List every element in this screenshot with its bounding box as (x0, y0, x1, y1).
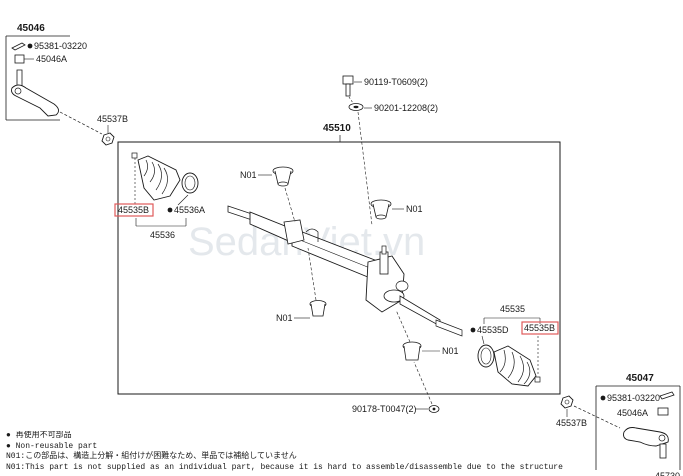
nut-rh-icon (657, 407, 669, 416)
label-N01-4: N01 (442, 346, 459, 356)
highlight-45535B-lh (114, 203, 154, 217)
cotter-pin-icon (11, 42, 26, 51)
label-45536: 45536 (150, 230, 175, 240)
label-45537B-rh: 45537B (556, 418, 587, 428)
label-corner-code: 45730 (655, 471, 680, 476)
band-lh-icon (131, 152, 138, 159)
clamp-nut-rh-icon (560, 395, 574, 409)
label-90119: 90119-T0609(2) (364, 77, 428, 87)
label-N01-2: N01 (406, 204, 423, 214)
label-45535D: 45535D (477, 325, 509, 335)
label-N01-3: N01 (276, 313, 293, 323)
label-95381-rh: 95381-03220 (607, 393, 660, 403)
rack-assembly-frame (117, 141, 561, 395)
label-45510: 45510 (323, 123, 351, 134)
boot-lh-icon (137, 155, 181, 201)
label-45046A-lh: 45046A (36, 54, 67, 64)
label-45535B-lh: 45535B (118, 205, 149, 215)
cotter-pin-rh-icon (659, 391, 675, 400)
band-rh-icon (534, 376, 541, 383)
bushing-1-icon (272, 166, 294, 187)
label-45046A-rh: 45046A (617, 408, 648, 418)
label-45536A: 45536A (174, 205, 205, 215)
tie-rod-end-lh-icon (11, 69, 59, 117)
label-45535: 45535 (500, 304, 525, 314)
label-45047: 45047 (626, 373, 654, 384)
label-90201: 90201-12208(2) (374, 103, 438, 113)
bolt-icon (342, 75, 354, 97)
bushing-2-icon (370, 199, 392, 220)
bottom-nut-icon (428, 405, 440, 413)
label-N01-1: N01 (240, 170, 257, 180)
label-90178: 90178-T0047(2) (352, 404, 417, 414)
boot-clip-lh-icon (181, 172, 199, 194)
boot-clip-rh-icon (477, 344, 495, 368)
note-line-2: ● Non-reusable part (6, 441, 98, 451)
tie-rod-end-rh-icon (623, 427, 669, 459)
steering-rack-icon (227, 205, 463, 337)
note-line-4: N01:This part is not supplied as an indi… (6, 462, 563, 472)
highlight-45535B-rh (521, 321, 559, 335)
notes-block: ● 再使用不可部品 ● Non-reusable part N01:この部品は、… (6, 431, 682, 473)
clamp-nut-lh-icon (101, 132, 115, 146)
note-line-1: ● 再使用不可部品 (6, 431, 72, 440)
label-45537B-lh: 45537B (97, 114, 128, 124)
nut-icon (14, 54, 25, 64)
label-95381-lh: 95381-03220 (34, 41, 87, 51)
boot-rh-icon (493, 345, 537, 387)
label-45535B-rh: 45535B (524, 323, 555, 333)
note-line-3: N01:この部品は、構造上分解・組付けが困難なため、単品では補給していません (6, 452, 297, 462)
bushing-3-icon (309, 300, 327, 317)
bushing-4-icon (402, 341, 422, 361)
label-45046: 45046 (17, 23, 45, 34)
washer-icon (348, 103, 364, 111)
